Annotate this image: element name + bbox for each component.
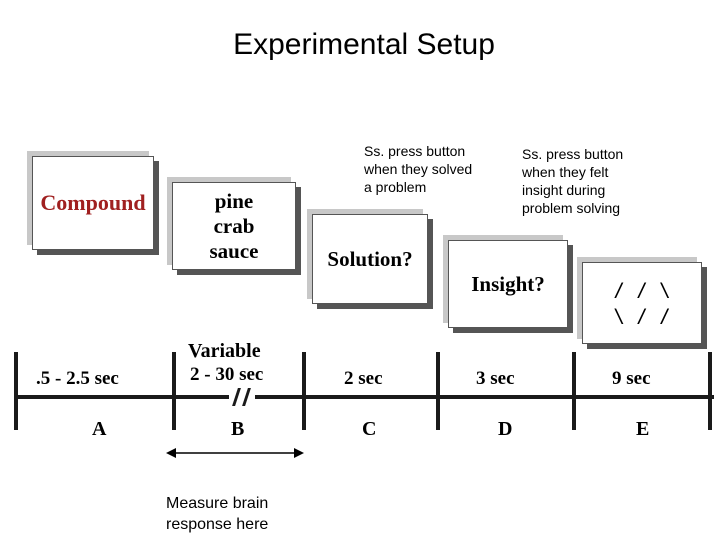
card-compound-text: Compound [40, 190, 146, 215]
segment-label-a: A [92, 418, 107, 440]
period-a: .5 - 2.5 sec [36, 368, 119, 389]
measure-note-line: Measure brain [166, 495, 269, 512]
note-insight-line: when they felt [522, 164, 609, 180]
note-solved-line: Ss. press button [364, 143, 466, 159]
segment-label-b: B [231, 418, 245, 440]
period-b: 2 - 30 sec [190, 364, 264, 385]
double-arrow-icon [166, 448, 304, 458]
timeline-break-icon [229, 388, 255, 406]
card-words: pine crab sauce [172, 182, 296, 270]
note-insight: Ss. press button when they felt insight … [522, 145, 623, 217]
segment-label-d: D [498, 418, 513, 440]
card-mask-line-1: / / \ [613, 279, 671, 301]
note-solved-line: a problem [364, 179, 427, 195]
card-word-2: crab [213, 213, 255, 238]
slide-title: Experimental Setup [233, 28, 495, 61]
measure-note: Measure brain response here [166, 493, 268, 535]
card-mask: / / \ \ / / [582, 262, 702, 344]
variable-label: Variable [188, 340, 261, 362]
period-c: 2 sec [344, 368, 383, 389]
segment-label-e: E [636, 418, 650, 440]
card-insight-text: Insight? [471, 271, 545, 296]
note-insight-line: Ss. press button [522, 146, 624, 162]
timeline-tick [302, 352, 306, 430]
timeline-tick [572, 352, 576, 430]
card-mask-line-2: \ / / [613, 305, 671, 327]
card-compound: Compound [32, 156, 154, 250]
card-word-1: pine [214, 188, 254, 213]
note-solved: Ss. press button when they solved a prob… [364, 142, 472, 196]
timeline-tick [708, 352, 712, 430]
card-solution: Solution? [312, 214, 428, 304]
period-d: 3 sec [476, 368, 515, 389]
timeline-axis [14, 395, 714, 399]
measure-note-line: response here [166, 516, 269, 533]
note-insight-line: problem solving [522, 200, 621, 216]
period-e: 9 sec [612, 368, 651, 389]
segment-label-c: C [362, 418, 377, 440]
note-solved-line: when they solved [364, 161, 473, 177]
note-insight-line: insight during [522, 182, 606, 198]
card-insight: Insight? [448, 240, 568, 328]
timeline-tick [172, 352, 176, 430]
card-word-3: sauce [209, 238, 259, 263]
timeline-tick [14, 352, 18, 430]
card-solution-text: Solution? [327, 246, 413, 271]
timeline-tick [436, 352, 440, 430]
